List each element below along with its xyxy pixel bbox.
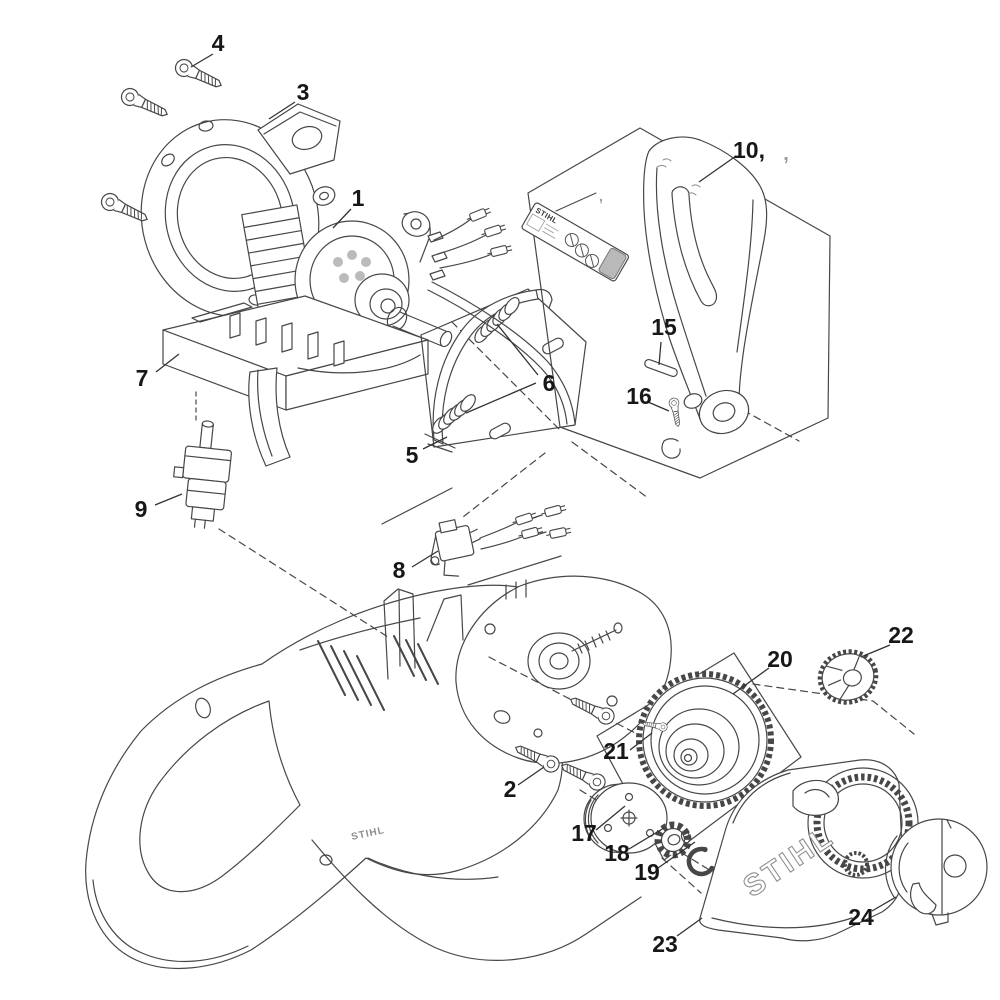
spur-gear <box>636 671 774 809</box>
part-label-24: 24 <box>848 904 874 930</box>
chain-sprocket <box>654 821 692 859</box>
wire-harness <box>427 205 576 425</box>
micro-switch <box>430 503 573 577</box>
clutch-drum <box>583 782 668 854</box>
pin-lower <box>489 422 511 440</box>
part-label-6: 6 <box>543 370 556 396</box>
housing-logo: STIHL <box>350 825 385 843</box>
crankcase <box>455 575 672 764</box>
part-label-17: 17 <box>571 820 597 846</box>
brake-spring-upper <box>474 297 520 343</box>
hand-guard <box>643 136 768 435</box>
part-label-7: 7 <box>136 365 149 391</box>
alignment-lines <box>381 487 562 586</box>
part-label-15: 15 <box>651 314 677 340</box>
part-label-16: 16 <box>626 383 652 409</box>
tensioner-knob <box>817 649 879 705</box>
guard-pin <box>644 358 678 378</box>
part-label-3: 3 <box>297 79 310 105</box>
part-label-10: 10, <box>733 137 765 163</box>
contact-switch <box>173 420 232 529</box>
guard-screw <box>661 396 684 459</box>
part-label-19: 19 <box>634 859 660 885</box>
hand-guard-panel: STIHL <box>521 127 831 479</box>
pin-upper <box>542 337 564 355</box>
stray-mark-2: , <box>599 188 603 204</box>
sprocket-cover: STIHL <box>699 759 919 942</box>
part-label-4: 4 <box>212 30 225 56</box>
part-label-22: 22 <box>888 622 914 648</box>
part-label-18: 18 <box>604 840 630 866</box>
info-sticker: STIHL <box>521 202 630 282</box>
part-label-1: 1 <box>352 185 365 211</box>
e-clip <box>686 846 715 877</box>
control-module <box>162 295 429 467</box>
part-label-5: 5 <box>406 442 419 468</box>
tensioner-disc <box>884 818 988 926</box>
part-label-8: 8 <box>393 557 406 583</box>
part-label-20: 20 <box>767 646 793 672</box>
part-label-9: 9 <box>135 496 148 522</box>
leader-lines <box>154 53 897 937</box>
vent-slots <box>317 635 439 711</box>
brake-spring-lower <box>432 394 476 434</box>
part-label-2: 2 <box>504 776 517 802</box>
part-label-21: 21 <box>603 738 629 764</box>
part-label-23: 23 <box>652 931 678 957</box>
part-labels: 1 2 3 4 5 6 7 8 9 10, 15 16 17 18 19 20 … <box>135 30 914 957</box>
stray-mark-1: , <box>783 143 789 165</box>
